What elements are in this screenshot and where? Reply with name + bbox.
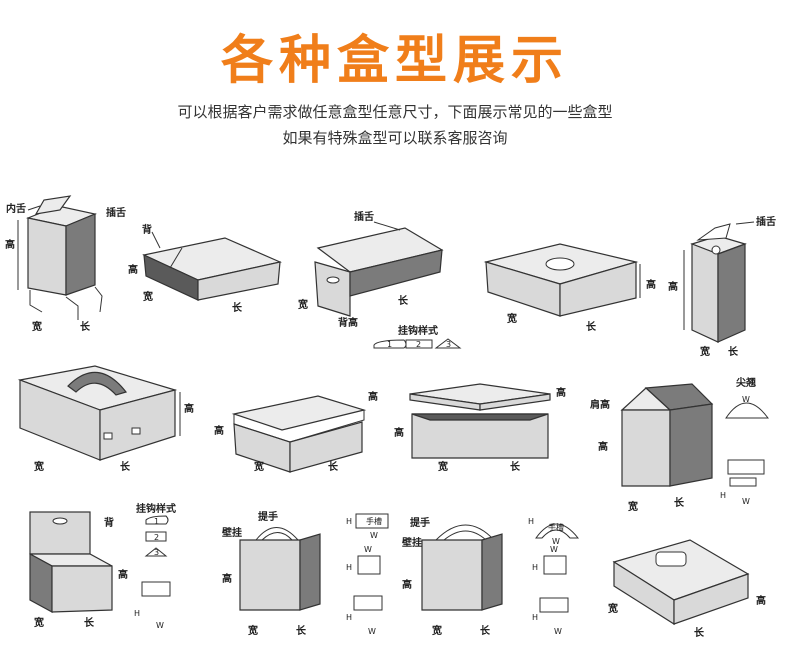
label-width-7: 宽 (253, 460, 264, 473)
label-inner-tongue: 内舌 (6, 202, 26, 215)
handle-box-1: 壁挂 提手 高 宽 长 手槽 H W W H H W (222, 510, 389, 637)
label-length-7: 长 (328, 460, 339, 473)
label-wall-hang: 壁挂 (222, 526, 242, 539)
aircraft-box: 高 高 宽 长 (214, 390, 378, 473)
svg-text:W: W (552, 537, 560, 546)
svg-text:H: H (346, 517, 352, 526)
svg-text:1: 1 (154, 517, 159, 526)
label-height: 高 (5, 238, 15, 251)
label-height-9: 高 (598, 440, 608, 453)
label-width-11: 宽 (247, 624, 258, 637)
svg-text:H: H (346, 613, 352, 622)
label-height-4: 高 (646, 278, 656, 291)
tall-lock-box: 插舌 高 宽 长 (668, 215, 776, 358)
svg-text:W: W (554, 627, 562, 636)
svg-text:3: 3 (154, 548, 159, 557)
label-length-2: 长 (232, 301, 243, 314)
label-height-10: 高 (118, 568, 128, 581)
label-hook-style: 挂钩样式 (398, 324, 438, 337)
label-width-8: 宽 (437, 460, 448, 473)
label-back: 背 (142, 223, 152, 236)
label-length-6: 长 (120, 460, 131, 473)
label-width-13: 宽 (607, 602, 618, 615)
house-box: 肩高 高 宽 长 尖翘 W H W (590, 376, 769, 513)
label-height-2: 高 (128, 263, 138, 276)
svg-text:W: W (742, 497, 750, 506)
label-wall-hang-2: 壁挂 (402, 536, 422, 549)
page-subtitle-1: 可以根据客户需求做任意盒型任意尺寸，下面展示常见的一些盒型 (177, 103, 613, 121)
svg-text:W: W (368, 627, 376, 636)
label-hand-hole: 手槽 (366, 516, 382, 526)
label-handle: 提手 (258, 510, 278, 523)
svg-text:W: W (742, 395, 750, 404)
label-length-12: 长 (480, 624, 491, 637)
label-back-3: 背 (104, 516, 114, 529)
label-height-13: 高 (756, 594, 766, 607)
label-length-10: 长 (84, 616, 95, 629)
svg-text:H: H (346, 563, 352, 572)
label-handle-2: 提手 (410, 516, 430, 529)
label-length: 长 (80, 320, 91, 333)
label-length-4: 长 (586, 320, 597, 333)
label-hand-hole-2: 手槽 (548, 522, 564, 532)
label-length-3: 长 (398, 294, 409, 307)
label-length-8: 长 (510, 460, 521, 473)
svg-text:W: W (156, 621, 164, 630)
label-width-6: 宽 (33, 460, 44, 473)
label-back-2: 背 (338, 316, 348, 329)
svg-text:2: 2 (154, 533, 159, 542)
label-hook-style-2: 挂钩样式 (136, 502, 176, 515)
svg-text:H: H (720, 491, 726, 500)
svg-text:H: H (528, 517, 534, 526)
label-height-12: 高 (402, 578, 412, 591)
flat-handle-box: 宽 高 长 (607, 539, 766, 639)
label-length-5: 长 (728, 345, 739, 358)
label-pointed: 尖翘 (736, 376, 756, 389)
hanging-display-box: 背 高 宽 长 挂钩样式 1 2 3 H W (29, 502, 176, 630)
svg-text:H: H (134, 609, 140, 618)
label-width-12: 宽 (431, 624, 442, 637)
tissue-box: 高 宽 长 (483, 243, 656, 333)
svg-text:2: 2 (416, 340, 421, 349)
label-width: 宽 (31, 320, 42, 333)
label-height-6: 高 (184, 402, 194, 415)
handle-box-2: 壁挂 提手 高 宽 长 手槽 H W W H H W (402, 516, 580, 637)
svg-text:W: W (364, 545, 372, 554)
hanging-tuck-box: 插舌 宽 长 背 高 挂钩样式 1 2 3 (297, 210, 462, 349)
label-height-5: 高 (668, 280, 678, 293)
label-tuck-3: 插舌 (756, 215, 776, 228)
page-subtitle-2: 如果有特殊盒型可以联系客服咨询 (282, 129, 508, 147)
label-width-10: 宽 (33, 616, 44, 629)
label-width-2: 宽 (142, 290, 153, 303)
svg-text:3: 3 (446, 340, 451, 349)
label-length-13: 长 (694, 626, 705, 639)
label-height-3: 高 (348, 316, 358, 329)
label-height-8: 高 (394, 426, 404, 439)
label-height-11: 高 (222, 572, 232, 585)
label-width-3: 宽 (297, 298, 308, 311)
svg-text:H: H (532, 613, 538, 622)
label-height-7: 高 (368, 390, 378, 403)
label-length-11: 长 (296, 624, 307, 637)
lid-base-box: 高 高 宽 长 (394, 383, 566, 473)
label-tuck: 插舌 (106, 206, 126, 219)
label-width-5: 宽 (699, 345, 710, 358)
flat-tuck-box: 背 高 宽 长 (128, 223, 282, 314)
label-width-4: 宽 (506, 312, 517, 325)
label-height-8b: 高 (556, 386, 566, 399)
label-length-9: 长 (674, 496, 685, 509)
cake-box: 高 宽 长 (17, 365, 194, 473)
svg-text:1: 1 (387, 340, 392, 349)
svg-text:W: W (370, 531, 378, 540)
svg-text:H: H (532, 563, 538, 572)
label-height-7b: 高 (214, 424, 224, 437)
svg-text:W: W (550, 545, 558, 554)
label-tuck-2: 插舌 (354, 210, 374, 223)
page-title: 各种盒型展示 (220, 31, 569, 91)
label-width-9: 宽 (627, 500, 638, 513)
tall-tuck-box: 内舌 插舌 高 宽 长 (5, 195, 126, 333)
label-shoulder-height: 肩高 (590, 398, 610, 411)
